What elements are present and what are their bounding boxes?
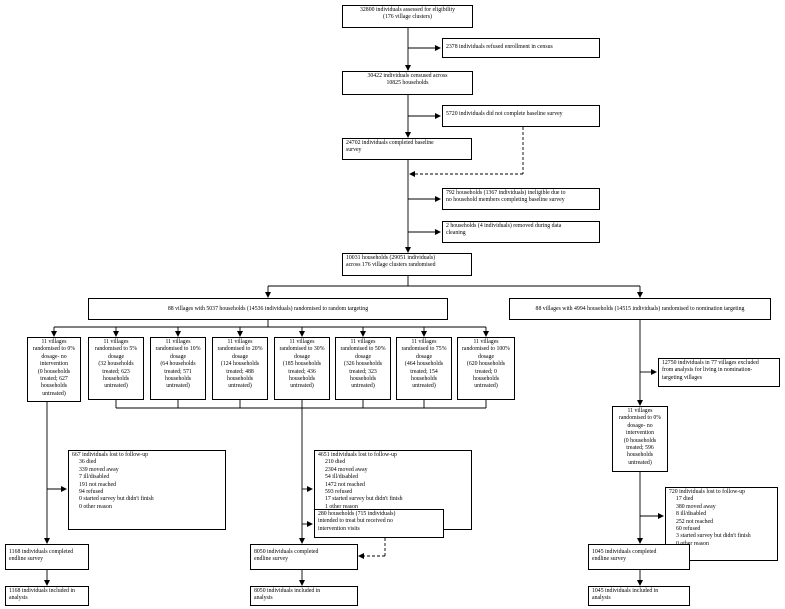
box-ineligible: 792 households (1367 individuals) inelig…: [442, 188, 600, 210]
box-no-baseline: 5720 individuals did not complete baseli…: [442, 105, 600, 127]
box-assessed: 32800 individuals assessed for eligibili…: [342, 5, 473, 28]
box-lost-control: 667 individuals lost to follow-up 36 die…: [68, 450, 226, 530]
box-randomised: 10031 households (29051 individuals)acro…: [342, 253, 472, 276]
box-excluded-nomination: 12750 individuals in 77 villages exclude…: [658, 358, 780, 387]
box-refused: 2378 individuals refused enrollment in c…: [442, 38, 600, 58]
box-removed: 2 households (4 individuals) removed dur…: [442, 221, 600, 243]
box-random-targeting: 88 villages with 5037 households (14536 …: [88, 298, 448, 320]
box-nomination-targeting: 88 villages with 4994 households (14515 …: [509, 298, 771, 320]
box-no-intervention: 280 households (715 individuals)intended…: [314, 509, 444, 538]
box-lost-nomination: 720 individuals lost to follow-up 17 die…: [665, 487, 778, 561]
